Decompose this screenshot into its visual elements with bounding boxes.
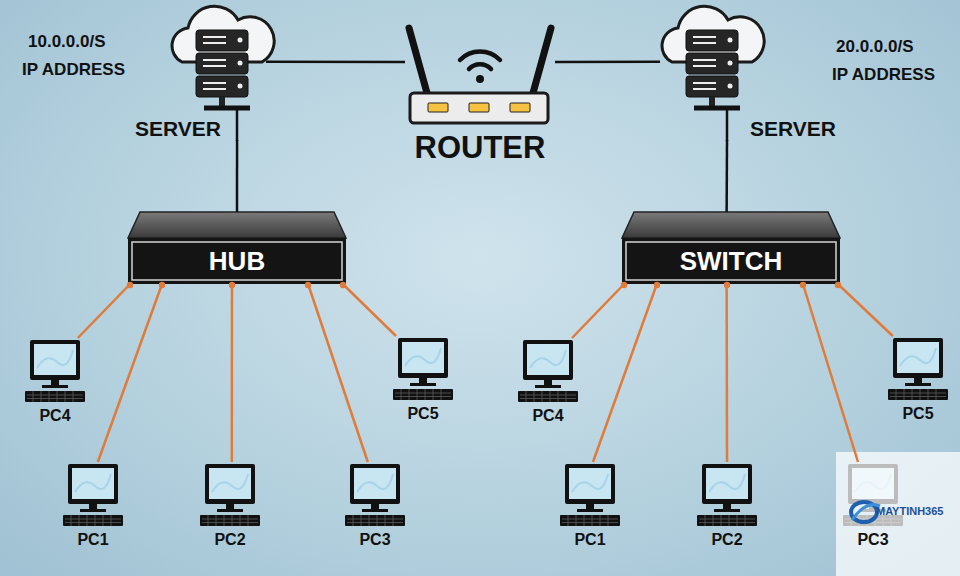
pc-node: PC5 bbox=[393, 336, 453, 428]
server-icon bbox=[662, 6, 764, 141]
switch-box: SWITCH bbox=[622, 212, 840, 284]
network-cable bbox=[593, 284, 657, 462]
hub-box: HUB bbox=[128, 212, 346, 284]
router-antenna bbox=[409, 28, 427, 93]
pc-icon bbox=[345, 464, 405, 526]
watermark-text: MAYTINH365 bbox=[876, 505, 943, 517]
node-label: SERVER bbox=[135, 117, 245, 141]
network-cable bbox=[266, 60, 405, 63]
node-label: PC2 bbox=[190, 530, 270, 550]
pc-icon bbox=[63, 464, 123, 526]
network-cable bbox=[572, 284, 624, 338]
network-cable bbox=[78, 284, 130, 338]
pc-icon bbox=[697, 464, 757, 526]
node-label: PC4 bbox=[15, 406, 95, 426]
node-label: PC2 bbox=[687, 530, 767, 550]
wifi-dot bbox=[476, 75, 484, 83]
port-dot bbox=[654, 282, 660, 288]
pc-icon bbox=[560, 464, 620, 526]
node-label: PC1 bbox=[550, 530, 630, 550]
switch-icon bbox=[622, 212, 840, 284]
network-cable bbox=[555, 60, 660, 63]
router-icon bbox=[409, 28, 551, 123]
node-label: SERVER bbox=[750, 117, 860, 141]
watermark-box bbox=[836, 452, 960, 576]
pc-icon bbox=[25, 340, 85, 402]
pc-node: PC1 bbox=[63, 462, 123, 554]
router-antenna bbox=[533, 28, 551, 93]
network-cable bbox=[838, 284, 893, 336]
router-led bbox=[428, 103, 448, 112]
port-dot bbox=[621, 282, 627, 288]
pc-node: PC4 bbox=[25, 338, 85, 430]
network-cable bbox=[343, 284, 396, 336]
network-cable bbox=[231, 284, 234, 462]
router-body bbox=[410, 93, 548, 123]
server-node: SERVER bbox=[660, 5, 860, 140]
pc-node: PC3 bbox=[345, 462, 405, 554]
pc-icon bbox=[518, 340, 578, 402]
node-label: HUB bbox=[128, 238, 346, 284]
node-label: PC1 bbox=[53, 530, 133, 550]
node-label: PC5 bbox=[383, 404, 463, 424]
router-node: ROUTER bbox=[405, 20, 555, 165]
router-led bbox=[469, 103, 489, 112]
watermark-logo bbox=[852, 505, 880, 520]
node-label: PC4 bbox=[508, 406, 588, 426]
pc-icon bbox=[888, 338, 948, 400]
node-label: SWITCH bbox=[622, 238, 840, 284]
ip-address-value: 20.0.0.0/S bbox=[836, 37, 914, 57]
hub-icon bbox=[128, 212, 346, 284]
node-label: PC3 bbox=[335, 530, 415, 550]
wifi-arc bbox=[469, 64, 491, 69]
pc-node: PC2 bbox=[697, 462, 757, 554]
port-dot bbox=[159, 282, 165, 288]
port-dot bbox=[127, 282, 133, 288]
pc-node: PC5 bbox=[888, 336, 948, 428]
ip-address-caption: IP ADDRESS bbox=[832, 65, 935, 85]
node-label: ROUTER bbox=[405, 130, 555, 166]
port-dot bbox=[305, 282, 311, 288]
port-dot bbox=[229, 282, 235, 288]
network-cable bbox=[98, 284, 162, 462]
server-node: SERVER bbox=[132, 5, 266, 140]
port-dots bbox=[127, 282, 841, 288]
wifi-arc bbox=[460, 52, 500, 60]
port-dot bbox=[340, 282, 346, 288]
network-cable bbox=[725, 284, 728, 462]
node-label: PC3 bbox=[833, 530, 913, 550]
port-dot bbox=[724, 282, 730, 288]
ip-address-caption: IP ADDRESS bbox=[22, 60, 125, 80]
pc-node: PC2 bbox=[200, 462, 260, 554]
port-dot bbox=[835, 282, 841, 288]
router-led bbox=[510, 103, 530, 112]
ip-address-value: 10.0.0.0/S bbox=[28, 32, 106, 52]
network-cable bbox=[308, 284, 368, 462]
port-dot bbox=[800, 282, 806, 288]
pc-icon bbox=[200, 464, 260, 526]
pc-node: PC4 bbox=[518, 338, 578, 430]
network-cable bbox=[725, 140, 728, 212]
network-cable bbox=[803, 284, 858, 462]
network-cable bbox=[236, 140, 239, 212]
node-label: PC5 bbox=[878, 404, 958, 424]
pc-node: PC1 bbox=[560, 462, 620, 554]
pc-icon bbox=[393, 338, 453, 400]
